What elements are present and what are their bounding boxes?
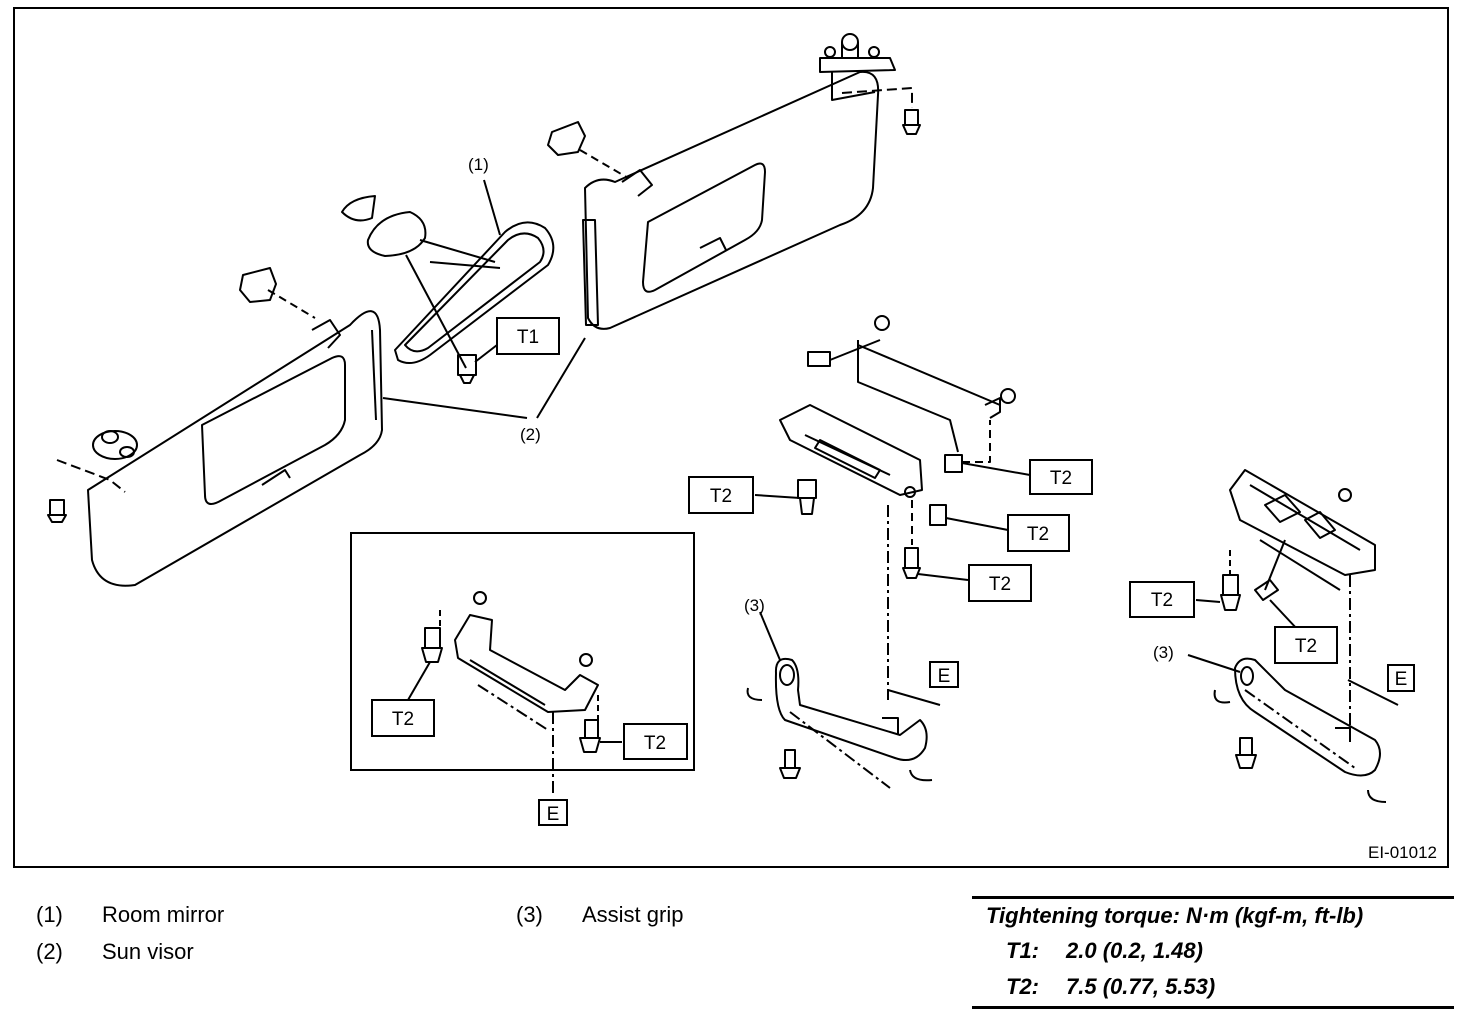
- right-callout-3: [1187, 654, 1241, 673]
- e-box-label: E: [1395, 669, 1408, 690]
- room-mirror: [341, 195, 555, 384]
- t2-box-5: [1129, 581, 1195, 618]
- right-sun-visor: [582, 33, 896, 330]
- t2-box-2: [1029, 459, 1093, 495]
- legend-text: Room mirror: [102, 902, 225, 927]
- e-box-label: E: [938, 666, 951, 687]
- center-assist-grip: [746, 657, 941, 789]
- right-visor-clip: [547, 121, 586, 156]
- left-visor-clip: [239, 267, 277, 303]
- right-assist-grip: [1213, 657, 1399, 803]
- torque-key: T2:: [1006, 974, 1039, 999]
- left-visor-screw: [47, 499, 67, 523]
- callout-2: (2): [520, 425, 541, 444]
- t1-box: [496, 317, 560, 355]
- callout-1: (1): [468, 155, 489, 174]
- e-box-right: [1387, 664, 1415, 692]
- torque-bottom-rule: [972, 1006, 1454, 1009]
- legend-num: (2): [36, 939, 63, 964]
- callout-3: (3): [1153, 643, 1174, 662]
- torque-value: 7.5 (0.77, 5.53): [1066, 974, 1216, 999]
- t2-box-label: T2: [392, 709, 414, 730]
- torque-table: Tightening torque: N·m (kgf-m, ft-lb) T1…: [972, 896, 1454, 1009]
- inset-bracket: [407, 591, 622, 795]
- left-sun-visor: [87, 310, 383, 587]
- t2-box-inset-1: [371, 699, 435, 737]
- t2-box-3: [1007, 514, 1070, 552]
- t2-box-label: T2: [1027, 524, 1049, 545]
- t2-box-label: T2: [1151, 590, 1173, 611]
- t2-box-label: T2: [710, 486, 732, 507]
- mirror-t1-leader: [474, 344, 498, 363]
- center-callout-3: [759, 611, 781, 661]
- right-bracket-assembly: [1220, 469, 1376, 735]
- right-visor-screw: [902, 109, 921, 135]
- center-bracket-assembly: [779, 315, 1016, 700]
- legend-text: Assist grip: [582, 902, 684, 927]
- e-box-center: [929, 661, 959, 688]
- t2-box-label: T2: [644, 733, 666, 754]
- legend-num: (3): [516, 902, 543, 927]
- legend-num: (1): [36, 902, 63, 927]
- t2-box-label: T2: [989, 574, 1011, 595]
- callout-3: (3): [744, 596, 765, 615]
- visor-callout-2: [382, 337, 586, 419]
- diagram-frame: [13, 7, 1449, 868]
- mirror-callout-1: [483, 179, 501, 236]
- legend-text: Sun visor: [102, 939, 194, 964]
- t2-box-label: T2: [1050, 468, 1072, 489]
- e-box-inset: [538, 799, 568, 826]
- torque-key: T1:: [1006, 938, 1039, 963]
- clip-leader: [267, 289, 316, 319]
- torque-title: Tightening torque: N·m (kgf-m, ft-lb): [986, 903, 1364, 928]
- torque-value: 2.0 (0.2, 1.48): [1066, 938, 1203, 963]
- t2-box-4: [968, 564, 1032, 602]
- e-box-label: E: [547, 804, 560, 825]
- t2-box-inset-2: [623, 723, 688, 760]
- t1-box-label: T1: [517, 327, 539, 348]
- t2-box-6: [1274, 626, 1338, 664]
- t2-box-1: [688, 476, 754, 514]
- t2-box-label: T2: [1295, 636, 1317, 657]
- inset-frame: [350, 532, 695, 771]
- torque-top-rule: [972, 896, 1454, 899]
- torque-row: T2: 7.5 (0.77, 5.53): [972, 970, 1454, 1006]
- torque-row: T1: 2.0 (0.2, 1.48): [972, 934, 1454, 970]
- figure-code: EI-01012: [1368, 843, 1437, 862]
